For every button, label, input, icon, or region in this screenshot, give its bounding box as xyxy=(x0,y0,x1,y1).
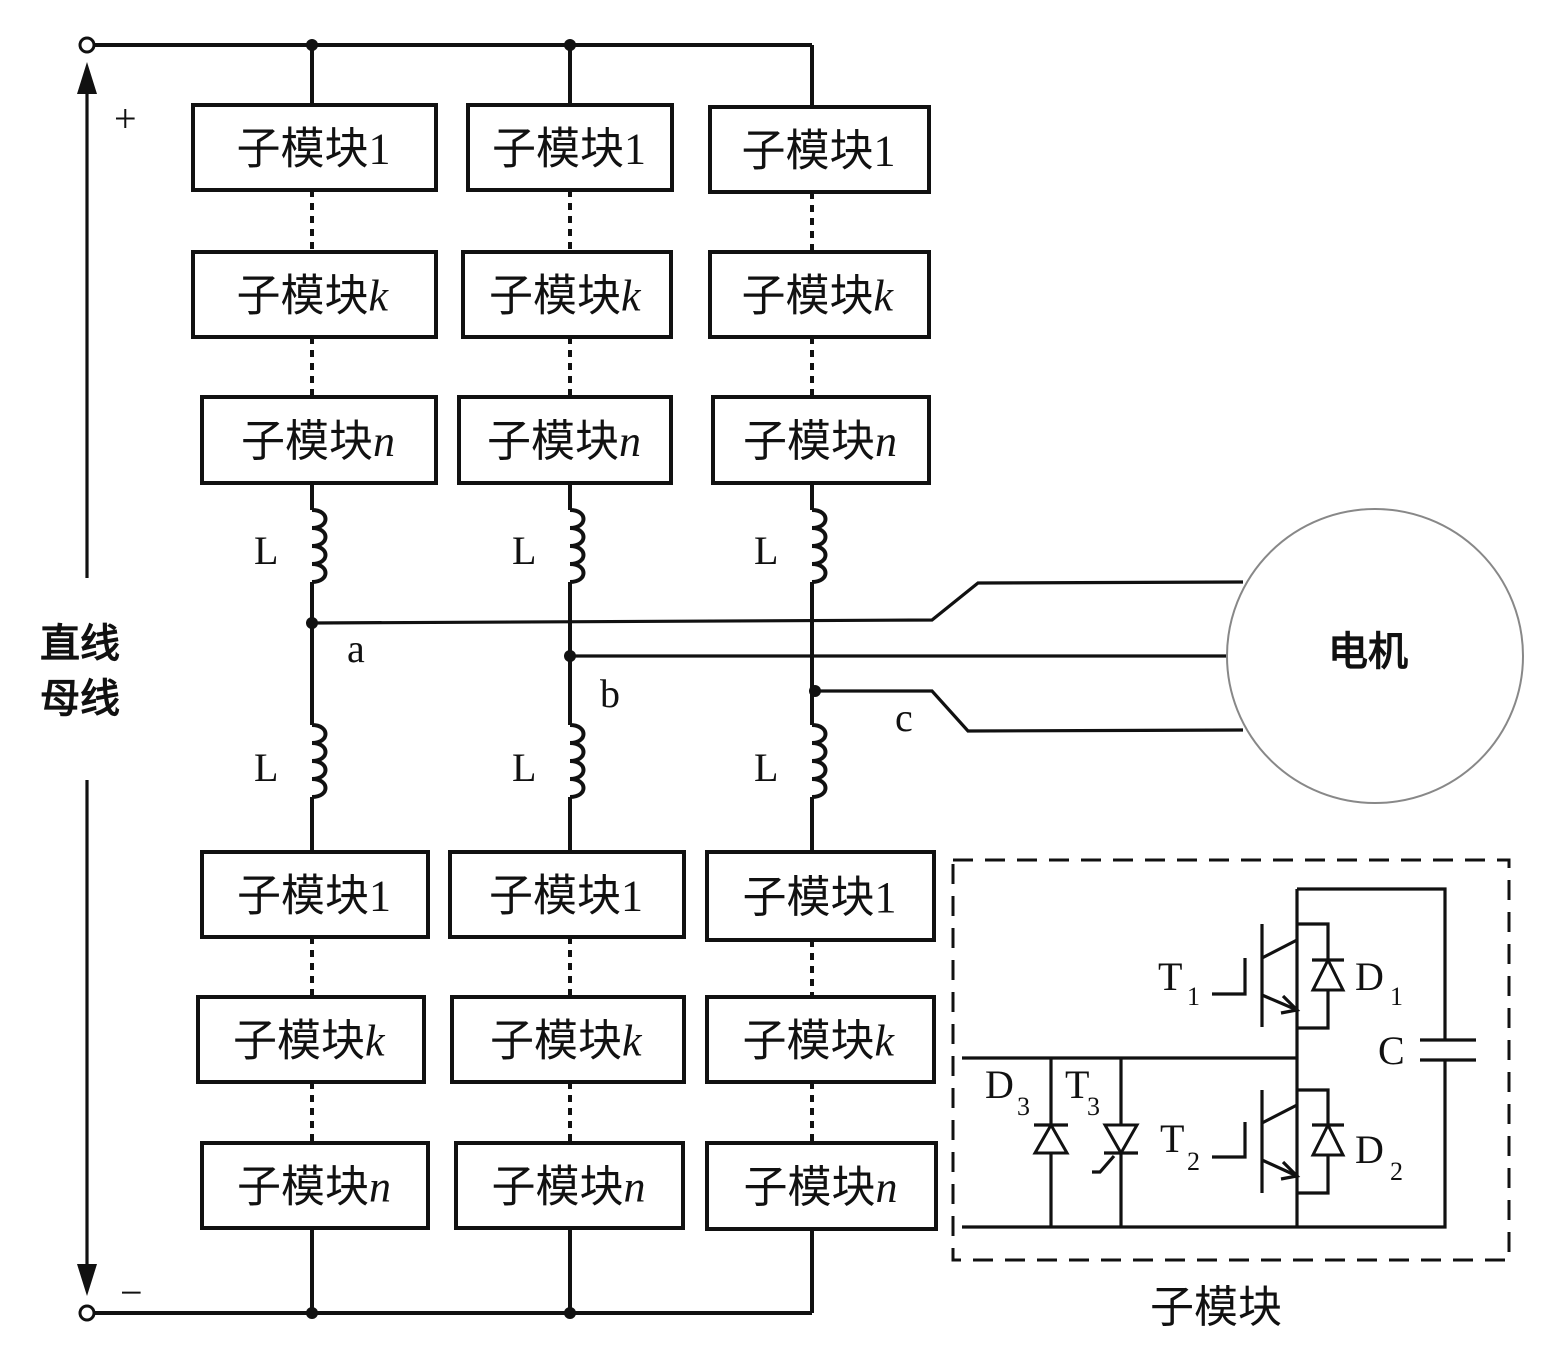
submodule-label: 子模块1 xyxy=(743,872,897,923)
submodule-label: 子模块n xyxy=(744,1162,898,1213)
minus-sign: − xyxy=(120,1270,143,1315)
t2-emitter xyxy=(1261,1158,1298,1178)
t1-emitter xyxy=(1261,993,1298,1012)
d3-diode-icon xyxy=(1032,1121,1070,1155)
positive-terminal xyxy=(78,36,96,54)
capacitor-top-wire xyxy=(1297,887,1447,1040)
submodule-lower-1-phase-c xyxy=(705,850,936,942)
submodule-label: 子模块n xyxy=(492,1162,646,1213)
negative-terminal xyxy=(78,1304,96,1322)
submodule-label: 子模块n xyxy=(743,416,897,467)
submodule-lower-k-phase-c xyxy=(705,995,936,1084)
inductor-upper-icon xyxy=(569,508,586,584)
inductor-upper-label: L xyxy=(512,528,536,573)
inductor-lower-label: L xyxy=(754,745,778,790)
d3-subscript: 3 xyxy=(1017,1092,1030,1121)
phase-b-label: b xyxy=(600,671,620,716)
inductor-upper-icon xyxy=(811,508,828,584)
inductor-lower-icon xyxy=(811,723,828,799)
phase-a-node xyxy=(306,617,318,629)
inductor-lower-icon xyxy=(311,723,328,799)
submodule-lower-n-phase-b xyxy=(454,1141,685,1230)
phase-a-output-line xyxy=(311,580,1244,625)
submodule-label: 子模块1 xyxy=(492,124,646,175)
submodule-upper-k-phase-a xyxy=(191,250,438,339)
phase-c-label: c xyxy=(895,695,913,740)
inductor-upper-icon xyxy=(311,508,328,584)
d1-subscript: 1 xyxy=(1390,982,1403,1011)
phase-c-output-line xyxy=(815,689,1244,733)
t1-arrow-icon xyxy=(1280,994,1301,1015)
t1-label: T xyxy=(1158,954,1182,999)
submodule-caption: 子模块 xyxy=(1150,1282,1282,1333)
d1-label: D xyxy=(1355,954,1384,999)
t2-subscript: 2 xyxy=(1187,1147,1200,1176)
submodule-upper-k-phase-c xyxy=(708,250,931,339)
t1-collector xyxy=(1261,938,1298,960)
plus-sign: + xyxy=(114,96,137,141)
submodule-upper-1-phase-c xyxy=(708,105,931,194)
inductor-lower-label: L xyxy=(512,745,536,790)
submodule-label: 子模块k xyxy=(742,271,895,322)
motor-circle xyxy=(1226,508,1524,804)
t1-gate-lead xyxy=(1212,958,1247,996)
submodule-label: 子模块1 xyxy=(237,124,391,175)
submodule-lower-n-phase-a xyxy=(200,1141,430,1230)
submodule-upper-k-phase-b xyxy=(461,250,673,339)
submodule-label: 子模块1 xyxy=(742,126,896,177)
submodule-lower-1-phase-a xyxy=(200,850,430,939)
t3-thyristor-icon xyxy=(1102,1123,1140,1157)
submodule-upper-n-phase-a xyxy=(200,395,438,485)
submodule-label: 子模块1 xyxy=(237,871,391,922)
phase-b-node xyxy=(564,650,576,662)
submodule-upper-n-phase-b xyxy=(457,395,673,485)
submodule-label: 子模块k xyxy=(743,1016,896,1067)
submodule-upper-1-phase-b xyxy=(466,103,674,192)
inductor-upper-label: L xyxy=(754,528,778,573)
t2-label: T xyxy=(1160,1116,1184,1161)
submodule-lower-1-phase-b xyxy=(448,850,686,939)
phase-c-node xyxy=(809,685,821,697)
d2-label: D xyxy=(1355,1127,1384,1172)
dc-bus-label-line2: 母线 xyxy=(40,676,120,722)
dc-bus-label-line1: 直线 xyxy=(40,621,120,667)
submodule-label: 子模块1 xyxy=(489,871,643,922)
d1-diode-icon xyxy=(1310,956,1346,992)
arrow-down-icon xyxy=(77,1264,97,1296)
submodule-label: 子模块n xyxy=(487,416,641,467)
t2-collector xyxy=(1261,1103,1298,1125)
d2-subscript: 2 xyxy=(1390,1157,1403,1186)
phase-a-label: a xyxy=(347,626,365,671)
submodule-detail-box xyxy=(951,858,1511,1262)
submodule-label: 子模块k xyxy=(490,1016,643,1067)
motor-label: 电机 xyxy=(1328,629,1408,675)
t3-subscript: 3 xyxy=(1087,1092,1100,1121)
t2-gate-lead xyxy=(1212,1122,1247,1159)
t2-arrow-icon xyxy=(1280,1160,1301,1181)
arrow-up-icon xyxy=(77,62,97,94)
d2-diode-icon xyxy=(1310,1121,1346,1157)
submodule-lower-k-phase-a xyxy=(196,995,426,1084)
submodule-label: 子模块n xyxy=(237,1162,391,1213)
t3-label: T xyxy=(1065,1062,1089,1107)
submodule-lower-n-phase-c xyxy=(705,1141,938,1231)
inductor-upper-label: L xyxy=(254,528,278,573)
submodule-upper-n-phase-c xyxy=(711,395,931,485)
t3-gate-lead xyxy=(1092,1154,1116,1174)
inductor-lower-icon xyxy=(569,723,586,799)
submodule-circuit xyxy=(962,887,1476,1229)
submodule-label: 子模块k xyxy=(489,271,642,322)
submodule-label: 子模块k xyxy=(233,1016,386,1067)
capacitor-label: C xyxy=(1378,1028,1405,1073)
submodule-label: 子模块n xyxy=(241,416,395,467)
d3-label: D xyxy=(985,1062,1014,1107)
t1-subscript: 1 xyxy=(1187,982,1200,1011)
submodule-label: 子模块k xyxy=(237,271,390,322)
bottom-rail xyxy=(962,1060,1447,1229)
submodule-upper-1-phase-a xyxy=(191,103,438,192)
inductor-lower-label: L xyxy=(254,745,278,790)
submodule-lower-k-phase-b xyxy=(450,995,686,1084)
